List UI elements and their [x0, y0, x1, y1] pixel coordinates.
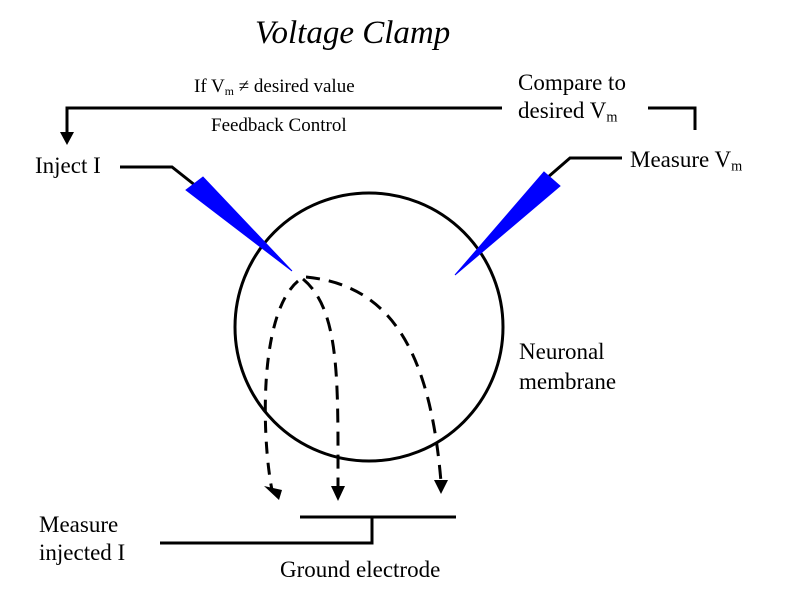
inject-label: Inject I [35, 153, 101, 178]
inject-electrode [185, 176, 293, 272]
measure-injected-label-line1: Measure [39, 512, 119, 537]
current-path-left [263, 279, 299, 491]
compare-label-line1: Compare to [518, 70, 626, 95]
feedback-arrowhead [60, 132, 74, 145]
measure-electrode [454, 171, 561, 276]
ground-lead [160, 517, 374, 545]
ground-electrode-label: Ground electrode [280, 557, 441, 582]
if-condition-label: If Vm ≠ desired value [194, 76, 355, 98]
feedback-control-line [648, 106, 697, 130]
diagram-title: Voltage Clamp [255, 15, 451, 51]
arrowhead-left [264, 486, 282, 500]
neuronal-label-line1: Neuronal [519, 339, 605, 364]
feedback-control-label: Feedback Control [211, 115, 347, 136]
feedback-line-to-inject [65, 106, 502, 137]
arrowhead-right [434, 480, 448, 494]
arrowhead-middle [331, 486, 345, 501]
compare-label-line2: desired Vm [518, 98, 618, 126]
neuronal-label-line2: membrane [519, 369, 617, 394]
measure-injected-label-line2: injected I [39, 540, 126, 565]
neuronal-membrane-circle [233, 191, 505, 463]
current-path-right [305, 275, 443, 483]
measure-v-label: Measure Vm [630, 147, 743, 175]
